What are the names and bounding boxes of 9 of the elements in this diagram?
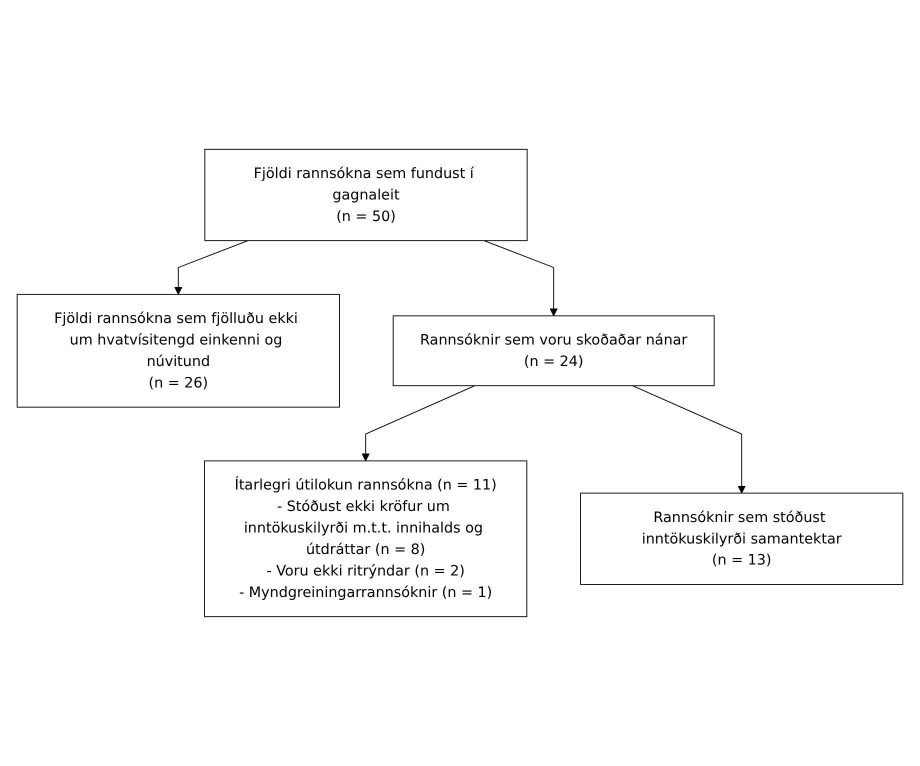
node-box: Fjöldi rannsókna sem fundust í gagnaleit (n = 50) [204,148,528,242]
arrow [174,240,248,295]
arrow [484,240,558,316]
node-box: Ítarlegri útilokun rannsókna (n = 11) - Stóðust ekki kröfur um inntökuskilyrði m.t.t. innihalds og útdráttar (n = 8) - Voru ekki ritrýndar (n = 2) - Myndgreiningarrannsóknir (n = 1) [204,460,528,618]
node-box: Fjöldi rannsókna sem fjölluðu ekki um hvatvísitengd einkenni og núvitund (n = 26) [16,294,340,408]
arrow [632,385,746,494]
arrow [362,385,476,462]
node-box: Rannsóknir sem voru skoðaðar nánar (n = 24) [392,315,715,386]
node-box: Rannsóknir sem stóðust inntökuskilyrði samantektar (n = 13) [580,492,904,585]
